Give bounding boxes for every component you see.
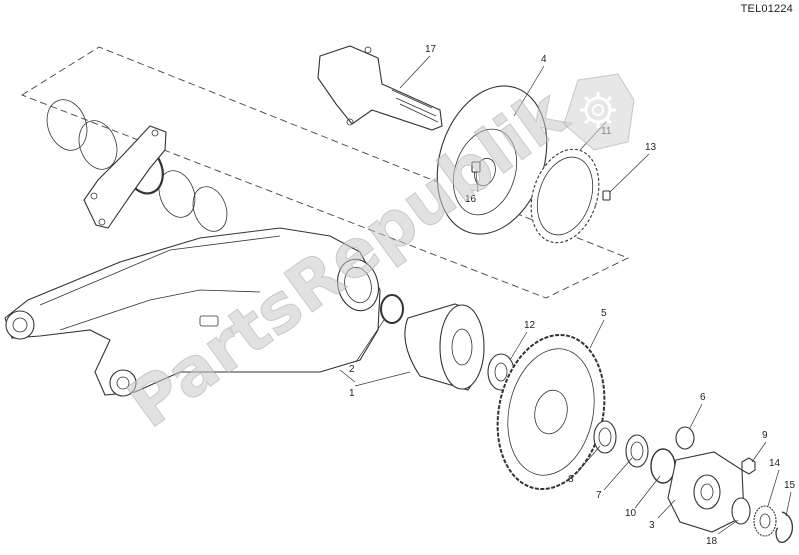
callout-6: 6: [700, 392, 706, 403]
caliper-bracket: [83, 125, 167, 229]
tone-ring-screw: [602, 190, 611, 201]
stud: [675, 426, 695, 450]
callout-10: 10: [625, 508, 637, 519]
callout-16: 16: [465, 194, 477, 205]
rear-axle: [317, 45, 443, 131]
drawing-code: TEL01224: [740, 3, 793, 15]
axle-washer: [731, 497, 751, 525]
assembly-dashed-outline: [20, 46, 630, 299]
rear-sprocket: [496, 333, 606, 491]
callout-9: 9: [762, 430, 768, 441]
callout-7: 7: [596, 490, 602, 501]
callout-2: 2: [349, 364, 355, 375]
callout-12: 12: [524, 320, 536, 331]
callout-1: 1: [349, 388, 355, 399]
spacer: [380, 294, 404, 324]
callout-18: 18: [706, 536, 718, 547]
callout-8: 8: [568, 474, 574, 485]
swingarm: [4, 227, 381, 397]
abs-tone-ring: [530, 148, 600, 244]
gear-icon: [563, 73, 635, 151]
callout-4: 4: [541, 54, 547, 65]
sprocket-flange: [667, 451, 745, 533]
callout-3: 3: [649, 520, 655, 531]
callout-14: 14: [769, 458, 781, 469]
bearing: [625, 434, 649, 468]
callout-15: 15: [784, 480, 796, 491]
eccentric-hub: [404, 303, 485, 391]
o-ring: [650, 448, 676, 484]
flange-nut: [741, 457, 756, 475]
bushing: [593, 420, 617, 454]
callout-17: 17: [425, 44, 437, 55]
axle-nut: [753, 505, 777, 537]
callout-5: 5: [601, 308, 607, 319]
callout-13: 13: [645, 142, 657, 153]
circlip: [775, 511, 794, 543]
